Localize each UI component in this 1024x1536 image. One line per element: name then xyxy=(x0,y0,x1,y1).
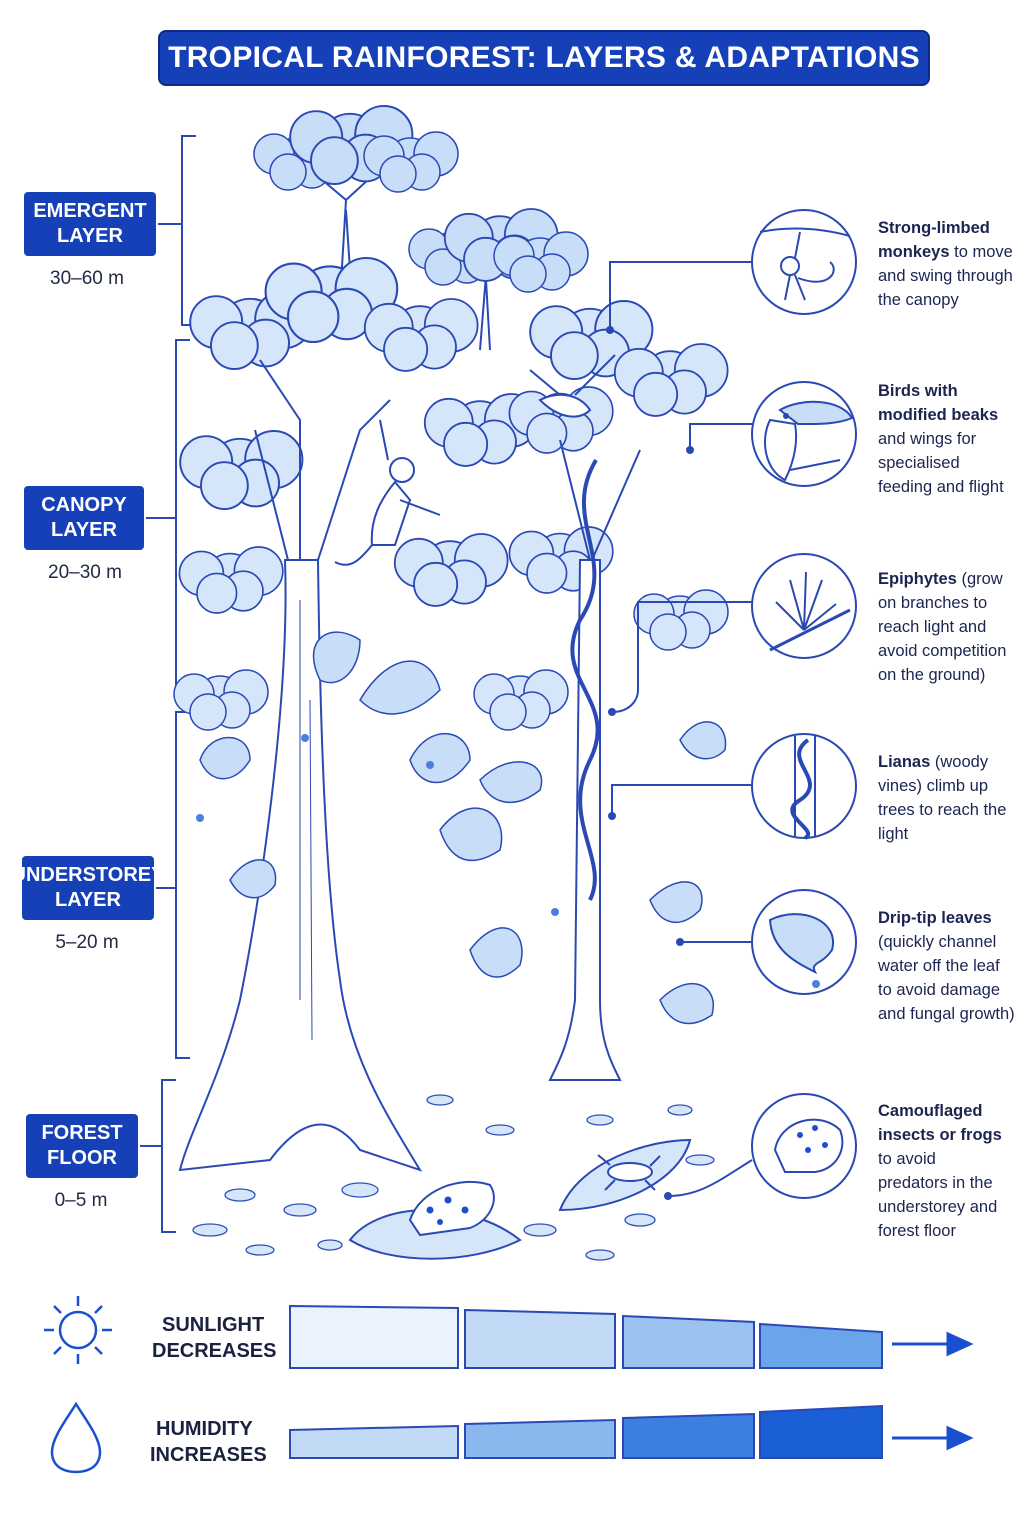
monkey-icon xyxy=(751,209,857,315)
sunlight-label-line2: DECREASES xyxy=(152,1340,277,1362)
adaptation-camouflage: Camouflaged insects or frogs to avoid pr… xyxy=(878,1099,1010,1243)
adaptation-lianas: Lianas (woody vines) climb up trees to r… xyxy=(878,750,1018,846)
humidity-bar-2 xyxy=(464,1418,616,1459)
humidity-label-line2: INCREASES xyxy=(150,1444,267,1466)
drip-tip-leaf-icon xyxy=(751,889,857,995)
epiphyte-icon xyxy=(751,553,857,659)
floor-frog xyxy=(348,1180,522,1260)
adaptation-bold: Lianas xyxy=(878,753,931,771)
humidity-bars xyxy=(289,1404,883,1459)
layer-badge-forest-floor: FOREST FLOOR xyxy=(26,1114,138,1178)
layer-name-line1: EMERGENT xyxy=(33,200,147,222)
title-banner: TROPICAL RAINFOREST: LAYERS & ADAPTATION… xyxy=(158,30,930,86)
understorey-plants xyxy=(199,631,727,1025)
adaptation-bold: Epiphytes xyxy=(878,570,957,588)
canopy-parrot xyxy=(529,354,616,418)
layer-badge-understorey: UNDERSTOREY LAYER xyxy=(12,856,165,920)
adaptation-rest: (grow on branches to reach light and avo… xyxy=(878,570,1007,684)
frog-icon xyxy=(751,1093,857,1199)
adaptation-bold: Drip-tip leaves xyxy=(878,909,992,927)
layer-name-line2: LAYER xyxy=(51,519,117,541)
water-drops xyxy=(196,734,559,916)
page-title: TROPICAL RAINFOREST: LAYERS & ADAPTATION… xyxy=(168,41,920,74)
liana-vine xyxy=(570,458,600,901)
humidity-label: HUMIDITY INCREASES xyxy=(150,1416,267,1468)
layer-name-line2: LAYER xyxy=(55,889,121,911)
sunlight-bar-2 xyxy=(464,1308,616,1369)
humidity-bar-3 xyxy=(622,1412,755,1459)
adaptation-rest: to avoid predators in the understorey an… xyxy=(878,1150,998,1240)
humidity-bar-1 xyxy=(289,1424,459,1459)
adaptation-epiphytes: Epiphytes (grow on branches to reach lig… xyxy=(878,567,1012,687)
sunlight-label-line1: SUNLIGHT xyxy=(162,1314,265,1336)
adaptation-rest: to move and swing through the canopy xyxy=(878,243,1013,309)
adaptation-rest: (quickly channel water off the leaf to a… xyxy=(878,933,1015,1023)
floor-insect-leaf xyxy=(558,1138,692,1212)
adaptation-monkeys: Strong-limbed monkeys to move and swing … xyxy=(878,216,1018,312)
layer-badge-emergent: EMERGENT LAYER xyxy=(24,192,156,256)
canopy-crowns xyxy=(173,256,729,731)
toucan-icon xyxy=(751,381,857,487)
adaptation-birds: Birds with modified beaks and wings for … xyxy=(878,379,1018,499)
layer-name-line1: UNDERSTOREY xyxy=(11,864,165,886)
sunlight-arrow xyxy=(892,1331,974,1357)
layer-name-line1: CANOPY xyxy=(41,494,127,516)
adaptation-rest: (woody vines) climb up trees to reach th… xyxy=(878,753,1007,843)
adaptation-drip-tip: Drip-tip leaves (quickly channel water o… xyxy=(878,906,1018,1026)
adaptation-bold: Strong-limbed monkeys xyxy=(878,219,990,261)
sunlight-bar-3 xyxy=(622,1314,755,1369)
adaptation-connectors xyxy=(606,261,753,1200)
adaptation-bold: Camouflaged insects or frogs xyxy=(878,1102,1002,1144)
humidity-bar-4 xyxy=(759,1404,883,1459)
layer-height-forest-floor: 0–5 m xyxy=(54,1190,108,1211)
canopy-monkey xyxy=(334,419,441,566)
layer-name-line1: FOREST xyxy=(41,1122,123,1144)
liana-icon xyxy=(751,733,857,840)
humidity-label-line1: HUMIDITY xyxy=(156,1418,253,1440)
water-drop-icon xyxy=(50,1401,102,1474)
sun-icon xyxy=(44,1296,112,1364)
adaptation-rest: and wings for specialised feeding and fl… xyxy=(878,430,1004,496)
emergent-tree-right xyxy=(408,208,589,351)
humidity-arrow xyxy=(892,1425,974,1451)
sunlight-label: SUNLIGHT DECREASES xyxy=(152,1312,276,1364)
forest-floor-litter xyxy=(192,1094,715,1261)
layer-height-understorey: 5–20 m xyxy=(55,932,119,953)
adaptation-bold: Birds with modified beaks xyxy=(878,382,999,424)
layer-height-emergent: 30–60 m xyxy=(50,268,124,289)
sunlight-bar-4 xyxy=(759,1322,883,1369)
layer-height-canopy: 20–30 m xyxy=(48,562,122,583)
layer-name-line2: LAYER xyxy=(57,225,123,247)
right-tree-trunk xyxy=(548,439,641,1081)
layer-name-line2: FLOOR xyxy=(47,1147,117,1169)
sunlight-bar-1 xyxy=(289,1304,459,1369)
sunlight-bars xyxy=(289,1304,883,1369)
layer-badge-canopy: CANOPY LAYER xyxy=(24,486,144,550)
